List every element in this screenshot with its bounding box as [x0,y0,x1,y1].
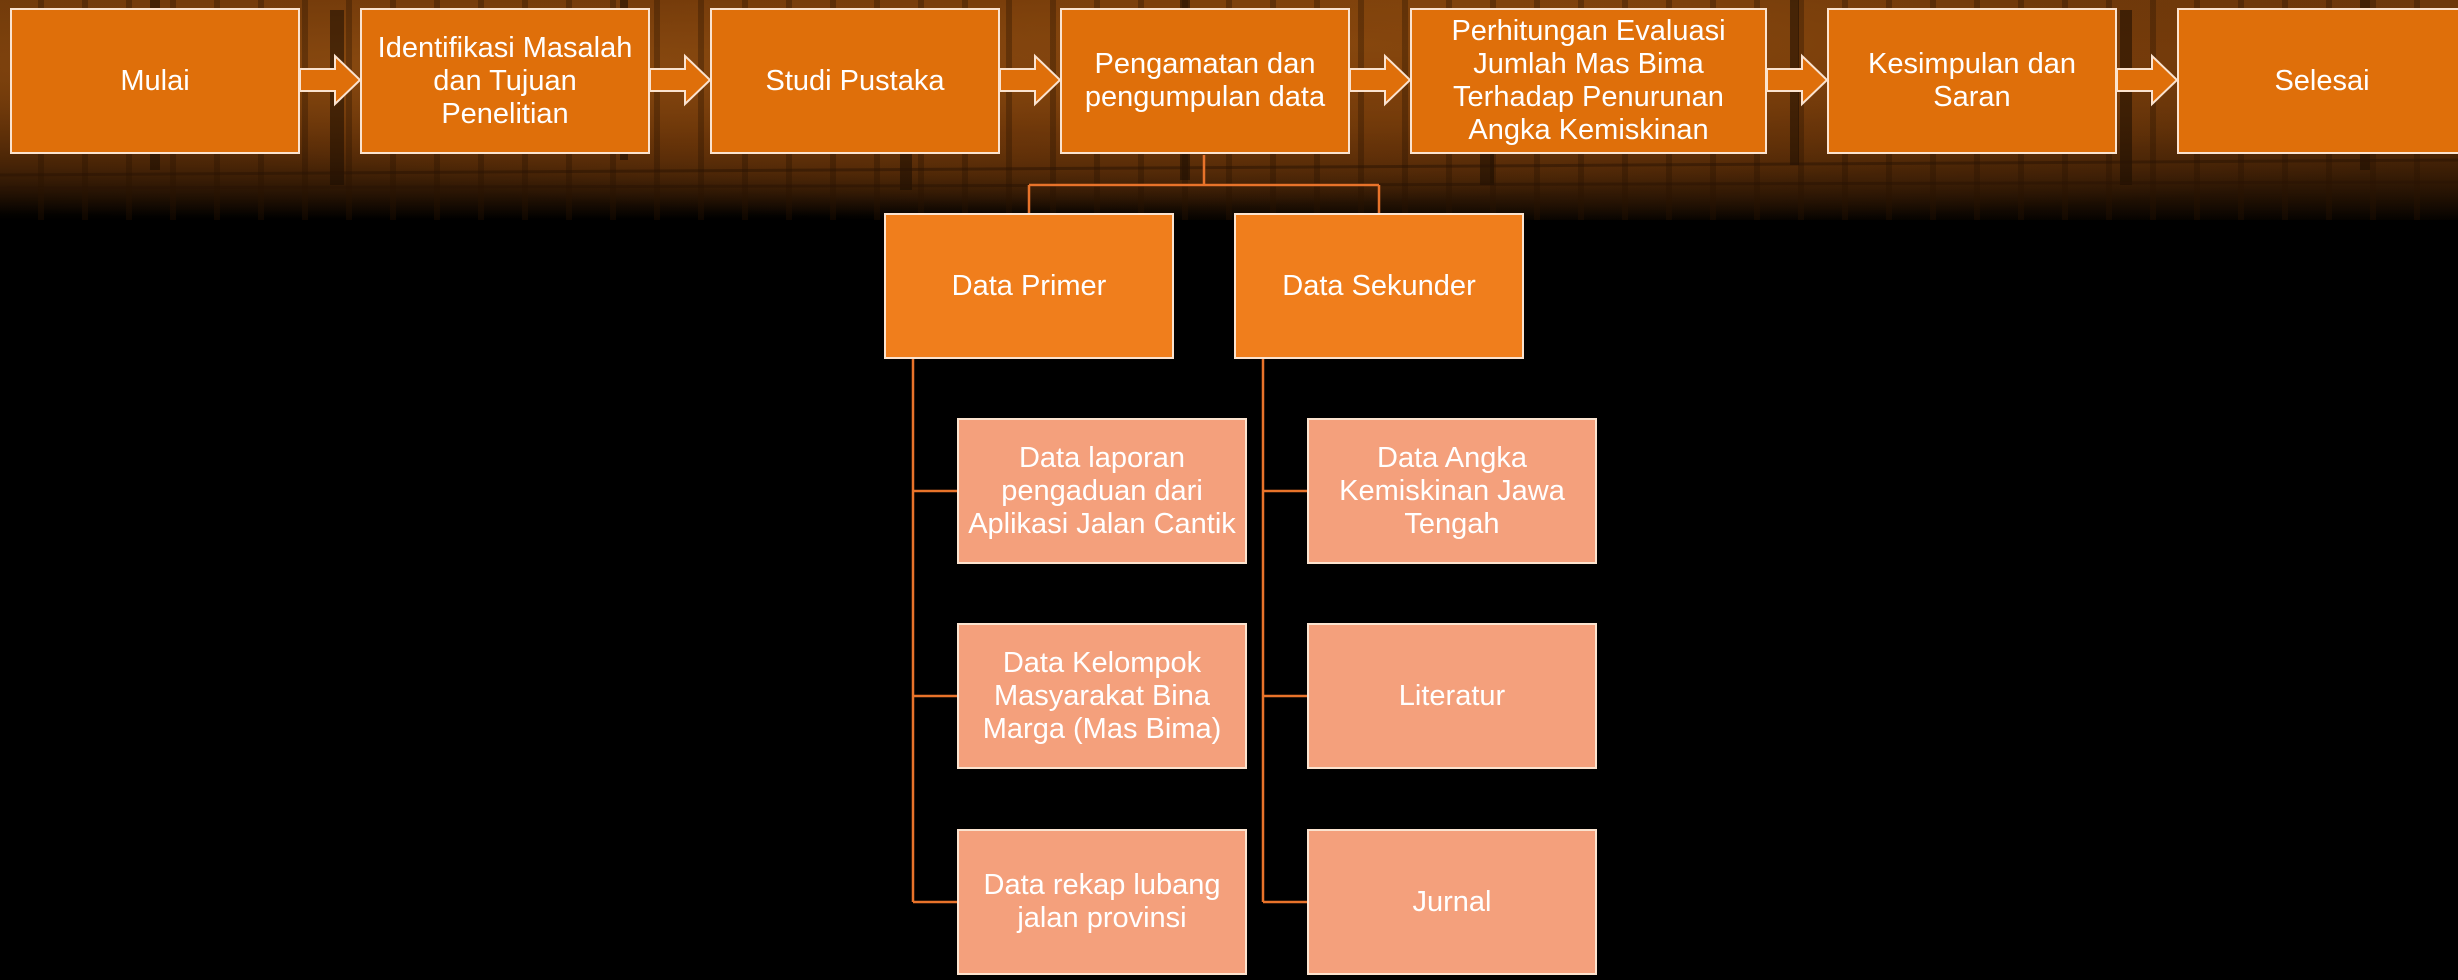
arrow-icon [1766,53,1829,107]
category-data-primer: Data Primer [884,213,1174,359]
step-label: Identifikasi Masalah dan Tujuan Peneliti… [377,31,633,130]
connector-primer-items [911,359,957,904]
step-label: Selesai [2274,64,2370,97]
step-label: Kesimpulan dan Saran [1868,48,2076,113]
arrow-icon [649,53,712,107]
leaf-literatur: Literatur [1307,623,1597,769]
step-pengamatan-pengumpulan-data: Pengamatan dan pengumpulan data [1060,8,1350,154]
category-data-sekunder: Data Sekunder [1234,213,1524,359]
step-perhitungan-evaluasi: Perhitungan Evaluasi Jumlah Mas Bima Ter… [1410,8,1767,154]
leaf-label: Data Kelompok Masyarakat Bina Marga (Mas… [982,646,1222,745]
arrow-icon [299,53,362,107]
step-mulai: Mulai [10,8,300,154]
leaf-data-laporan-pengaduan: Data laporan pengaduan dari Aplikasi Jal… [957,418,1247,564]
leaf-data-angka-kemiskinan: Data Angka Kemiskinan Jawa Tengah [1307,418,1597,564]
leaf-label: Data laporan pengaduan dari Aplikasi Jal… [968,441,1236,540]
leaf-data-rekap-lubang: Data rekap lubang jalan provinsi [957,829,1247,975]
leaf-label: Data Angka Kemiskinan Jawa Tengah [1339,441,1565,540]
leaf-label: Jurnal [1412,885,1492,918]
category-label: Data Sekunder [1282,269,1476,302]
step-label: Perhitungan Evaluasi Jumlah Mas Bima Ter… [1451,15,1726,146]
step-label: Studi Pustaka [765,64,945,97]
arrow-icon [2116,53,2179,107]
arrow-icon [1349,53,1412,107]
step-label: Mulai [120,64,190,97]
step-studi-pustaka: Studi Pustaka [710,8,1000,154]
leaf-data-kelompok-mas-bima: Data Kelompok Masyarakat Bina Marga (Mas… [957,623,1247,769]
leaf-label: Data rekap lubang jalan provinsi [983,869,1221,934]
arrow-icon [999,53,1062,107]
step-label: Pengamatan dan pengumpulan data [1084,48,1326,113]
step-kesimpulan-saran: Kesimpulan dan Saran [1827,8,2117,154]
leaf-jurnal: Jurnal [1307,829,1597,975]
leaf-label: Literatur [1398,679,1506,712]
connector-to-categories [1027,155,1381,213]
step-identifikasi-masalah: Identifikasi Masalah dan Tujuan Peneliti… [360,8,650,154]
step-selesai: Selesai [2177,8,2458,154]
connector-sekunder-items [1261,359,1307,904]
category-label: Data Primer [951,269,1107,302]
